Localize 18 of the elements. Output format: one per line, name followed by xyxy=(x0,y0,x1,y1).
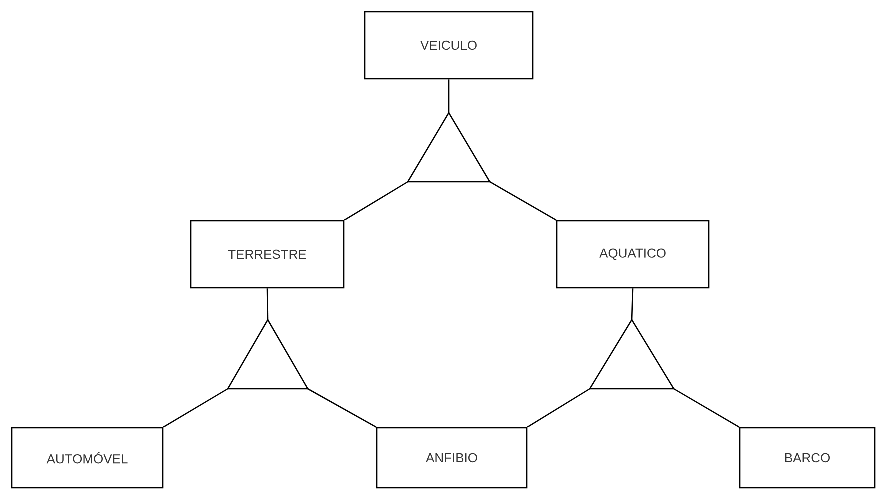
connector-line xyxy=(266,288,269,320)
entity-box: ANFIBIO xyxy=(376,427,528,489)
connector-line xyxy=(163,388,228,428)
connector-line xyxy=(631,288,634,320)
connector-line xyxy=(527,388,590,428)
connector-line xyxy=(490,181,557,221)
entity-box: AQUATICO xyxy=(556,220,710,289)
connector-line xyxy=(448,80,450,113)
entity-box: BARCO xyxy=(739,427,876,489)
connector-line xyxy=(308,388,377,428)
connector-line xyxy=(344,181,408,221)
entity-box: TERRESTRE xyxy=(190,220,345,289)
specialization-triangle xyxy=(407,112,491,183)
connector-line xyxy=(674,388,740,428)
entity-box: VEICULO xyxy=(364,11,534,80)
specialization-triangle xyxy=(227,319,309,390)
specialization-triangle xyxy=(589,319,675,390)
entity-box: AUTOMÓVEL xyxy=(11,427,164,489)
